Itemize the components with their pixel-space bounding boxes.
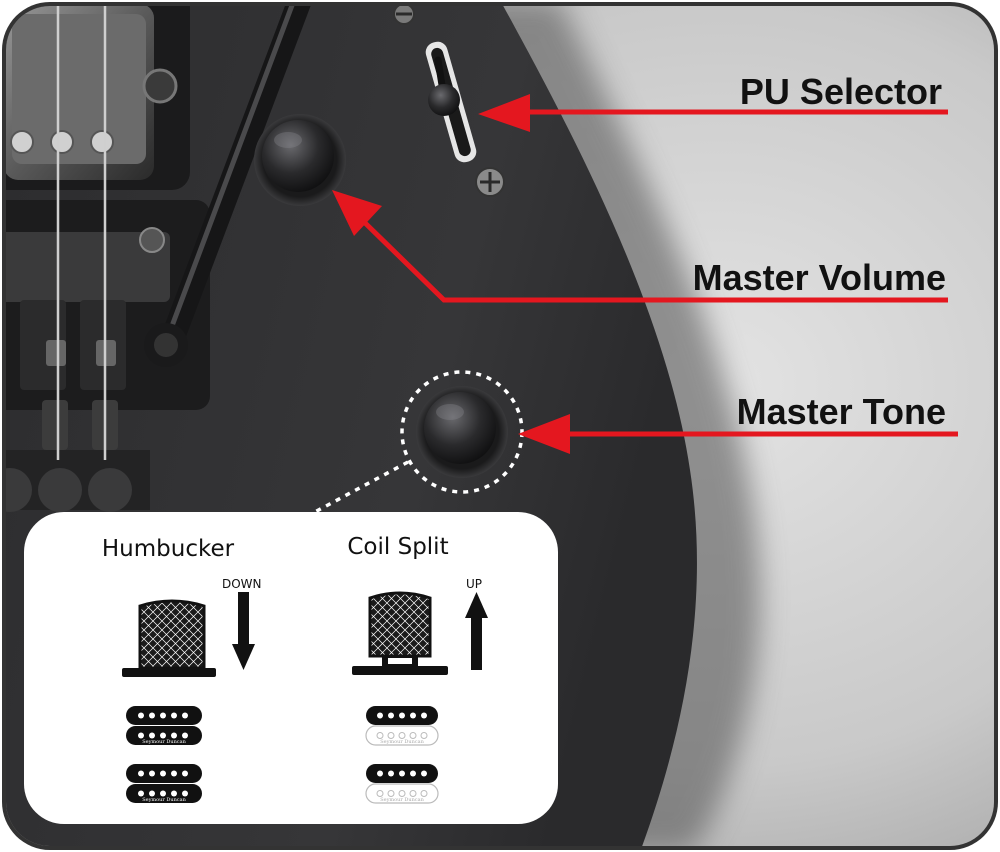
tone-highlight-circle (400, 370, 524, 494)
pickup-brand: Seymour Duncan (142, 797, 186, 803)
coil-split-heading: Coil Split (347, 534, 448, 560)
humbucker-pickup-icon: Seymour Duncan (126, 764, 202, 803)
down-label: DOWN (222, 577, 262, 591)
arrow-up-icon (465, 592, 488, 670)
inset-panel: Humbucker DOWN Seymour Duncan (24, 512, 558, 824)
tremolo-arm (144, 6, 312, 367)
pu-selector-switch (425, 41, 477, 163)
callout-master-volume (332, 190, 948, 303)
arrow-down-icon (232, 592, 255, 670)
pickup-brand: Seymour Duncan (142, 739, 186, 745)
humbucker-pickup-icon: Seymour Duncan (365, 764, 439, 804)
master-volume-label: Master Volume (693, 257, 946, 298)
up-label: UP (466, 577, 482, 591)
screw-icon (393, 6, 415, 25)
callout-master-tone (518, 414, 958, 454)
pickup-brand: Seymour Duncan (380, 739, 424, 745)
push-pull-knob-icon (122, 599, 216, 677)
master-volume-knob (254, 114, 346, 206)
humbucker-pickup-icon: Seymour Duncan (126, 706, 202, 745)
screw-icon (475, 167, 505, 197)
master-tone-knob (400, 370, 524, 494)
master-tone-label: Master Tone (737, 391, 946, 432)
humbucker-pickup-icon: Seymour Duncan (365, 706, 439, 746)
pu-selector-label: PU Selector (740, 71, 942, 112)
callout-pu-selector (478, 94, 948, 132)
humbucker-column: Humbucker DOWN Seymour Duncan (102, 536, 262, 803)
pickup-brand: Seymour Duncan (380, 797, 424, 803)
neck-pickup (6, 6, 190, 190)
push-pull-knob-icon (352, 591, 448, 675)
coil-split-column: Coil Split UP Seymour Dunca (347, 534, 488, 804)
humbucker-heading: Humbucker (102, 536, 235, 562)
inset-connector-line (299, 460, 409, 522)
